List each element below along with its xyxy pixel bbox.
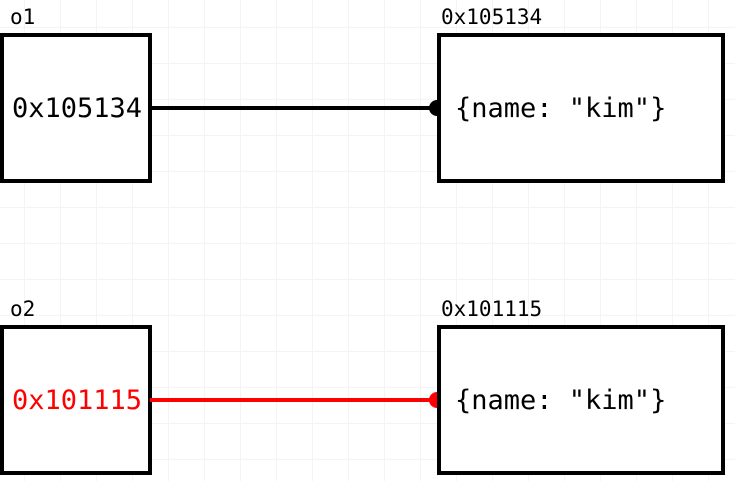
variable-label-o1: o1 bbox=[10, 5, 36, 29]
object-box-0x101115[interactable]: {name: "kim"} bbox=[437, 325, 725, 475]
reference-edge-o2 bbox=[150, 398, 438, 402]
object-label-0x105134: 0x105134 bbox=[441, 5, 543, 29]
object-label-0x101115: 0x101115 bbox=[441, 297, 543, 321]
object-value-0x101115: {name: "kim"} bbox=[455, 384, 667, 416]
variable-box-o2[interactable]: 0x101115 bbox=[0, 325, 152, 475]
variable-value-o2: 0x101115 bbox=[12, 384, 143, 416]
variable-value-o1: 0x105134 bbox=[12, 92, 143, 124]
variable-label-o2: o2 bbox=[10, 297, 36, 321]
reference-edge-o1 bbox=[150, 106, 438, 110]
variable-box-o1[interactable]: 0x105134 bbox=[0, 33, 152, 183]
object-box-0x105134[interactable]: {name: "kim"} bbox=[437, 33, 725, 183]
object-value-0x105134: {name: "kim"} bbox=[455, 92, 667, 124]
